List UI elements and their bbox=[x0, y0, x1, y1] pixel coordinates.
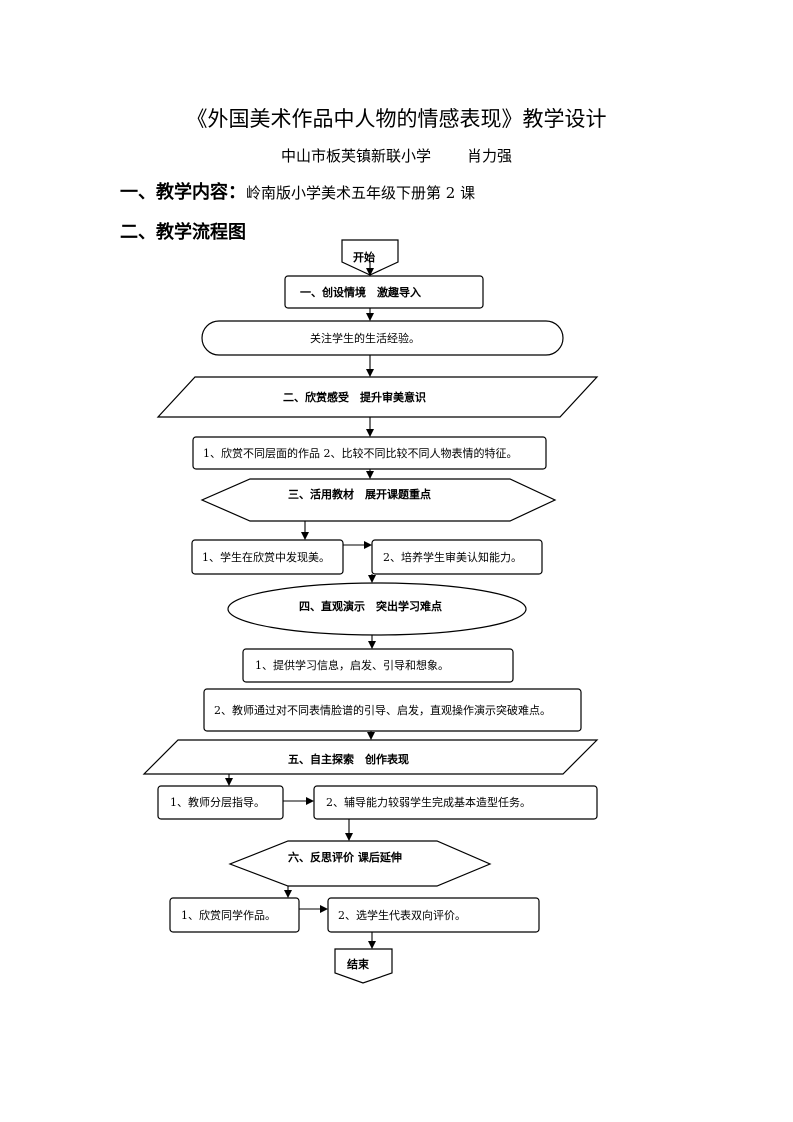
note3b-box bbox=[371, 539, 543, 575]
section-heading: 二、教学流程图 bbox=[120, 222, 246, 243]
note5b-box bbox=[313, 785, 598, 820]
note6a-box bbox=[169, 897, 300, 933]
section-heading: 一、教学内容： bbox=[120, 182, 246, 203]
step6-label: 六、反思评价 课后延伸 bbox=[288, 850, 402, 864]
note3b-label: 2、培养学生审美认知能力。 bbox=[383, 550, 522, 564]
section-value: 岭南版小学美术五年级下册第 2 课 bbox=[246, 184, 476, 202]
school-name: 中山市板芙镇新联小学 bbox=[280, 147, 431, 165]
end-label: 结束 bbox=[346, 957, 370, 971]
note1-box bbox=[201, 320, 564, 356]
step6-shape bbox=[228, 840, 492, 887]
author-name: 肖力强 bbox=[467, 147, 513, 165]
note6a-label: 1、欣赏同学作品。 bbox=[181, 908, 276, 922]
author-line: 中山市板芙镇新联小学 肖力强 bbox=[0, 145, 793, 166]
note6b-box bbox=[327, 897, 540, 933]
note6b-label: 2、选学生代表双向评价。 bbox=[338, 908, 466, 922]
note1-label: 关注学生的生活经验。 bbox=[310, 331, 420, 345]
step5-shape bbox=[142, 739, 599, 775]
step4-label: 四、直观演示 突出学习难点 bbox=[299, 599, 442, 613]
section-flowchart-heading: 二、教学流程图 bbox=[120, 218, 246, 244]
step3-label: 三、活用教材 展开课题重点 bbox=[288, 487, 431, 501]
section-teaching-content: 一、教学内容：岭南版小学美术五年级下册第 2 课 bbox=[120, 178, 475, 204]
note4b-label: 2、教师通过对不同表情脸谱的引导、启发，直观操作演示突破难点。 bbox=[214, 703, 551, 717]
step1-box bbox=[284, 275, 484, 309]
step5-label: 五、自主探索 创作表现 bbox=[288, 752, 409, 766]
start-shape bbox=[341, 239, 399, 276]
note5a-box bbox=[157, 785, 284, 820]
start-label: 开始 bbox=[353, 250, 375, 264]
note3a-label: 1、学生在欣赏中发现美。 bbox=[202, 550, 330, 564]
document-title: 《外国美术作品中人物的情感表现》教学设计 bbox=[186, 107, 607, 131]
note4b-box bbox=[203, 688, 582, 732]
step3-shape bbox=[200, 478, 557, 522]
note2-label: 1、欣赏不同层面的作品 2、比较不同比较不同人物表情的特征。 bbox=[203, 446, 518, 460]
step2-label: 二、欣赏感受 提升审美意识 bbox=[283, 390, 426, 404]
end-shape bbox=[334, 948, 393, 984]
step4-ellipse bbox=[227, 582, 527, 636]
note5a-label: 1、教师分层指导。 bbox=[170, 795, 265, 809]
step1-label: 一、创设情境 激趣导入 bbox=[300, 285, 421, 299]
note5b-label: 2、辅导能力较弱学生完成基本造型任务。 bbox=[326, 795, 531, 809]
step2-shape bbox=[156, 376, 599, 418]
note3a-box bbox=[191, 539, 344, 575]
note4a-box bbox=[242, 648, 514, 683]
note4a-label: 1、提供学习信息，启发、引导和想象。 bbox=[255, 658, 449, 672]
